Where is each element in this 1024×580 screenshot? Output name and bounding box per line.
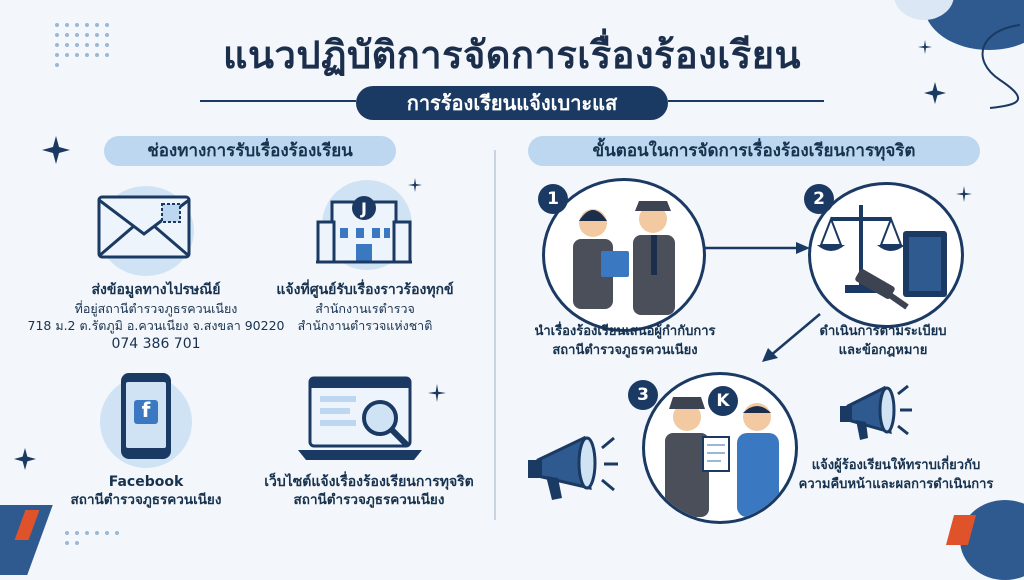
- laptop-search-icon: [298, 376, 422, 460]
- corner-decoration-top-right-light: [894, 0, 954, 20]
- page-subtitle: การร้องเรียนแจ้งเบาะแส: [356, 86, 668, 120]
- arrow-step-2-to-3: [762, 313, 821, 362]
- step-3-illustration: [642, 372, 798, 524]
- smartphone-icon: [121, 373, 171, 459]
- swirl-decoration: [981, 24, 1021, 109]
- step-1-number: 1: [538, 184, 568, 214]
- step-3-number: 3: [628, 380, 658, 410]
- website-channel-title: เว็บไซต์แจ้งเรื่องร้องเรียนการทุจริต: [264, 474, 474, 490]
- megaphone-icon: [840, 384, 912, 440]
- website-channel-name: สถานีตำรวจภูธรควนเนียง: [293, 492, 445, 508]
- arrow-step-1-to-2: [704, 242, 810, 254]
- megaphone-icon: [528, 435, 618, 500]
- facebook-channel-title: Facebook: [108, 474, 184, 490]
- step-3-line1: แจ้งผู้ร้องเรียนให้ทราบเกี่ยวกับ: [811, 458, 981, 473]
- officers-handover-icon: [573, 201, 675, 315]
- facebook-channel: Facebook สถานีตำรวจภูธรควนเนียง: [50, 472, 242, 509]
- step-2-number: 2: [804, 184, 834, 214]
- sparkle-icon: [918, 40, 932, 54]
- building-icon: [316, 196, 412, 264]
- process-heading: ขั้นตอนในการจัดการเรื่องร้องเรียนการทุจร…: [528, 136, 980, 166]
- website-channel: เว็บไซต์แจ้งเรื่องร้องเรียนการทุจริต สถา…: [244, 472, 494, 509]
- step-1-illustration: [542, 178, 706, 332]
- channels-heading: ช่องทางการรับเรื่องร้องเรียน: [104, 136, 396, 166]
- mail-channel-title: ส่งข้อมูลทางไปรษณีย์: [91, 282, 221, 298]
- title-underline-right: [668, 100, 824, 102]
- building-badge: J: [361, 199, 367, 218]
- mail-channel-address-label: ที่อยู่สถานีตำรวจภูธรควนเนียง: [74, 301, 238, 316]
- column-divider: [494, 150, 496, 520]
- center-channel-title: แจ้งที่ศูนย์รับเรื่องราวร้องทุกข์: [276, 282, 454, 298]
- step-2-text: ดำเนินการตามระเบียบ และข้อกฎหมาย: [778, 322, 988, 360]
- sparkle-icon: [42, 136, 70, 164]
- mail-channel: ส่งข้อมูลทางไปรษณีย์ ที่อยู่สถานีตำรวจภู…: [20, 280, 292, 353]
- title-underline-left: [200, 100, 356, 102]
- sparkle-icon: [408, 178, 422, 192]
- step-3-text: แจ้งผู้ร้องเรียนให้ทราบเกี่ยวกับ ความคืบ…: [778, 456, 1014, 494]
- officer-informing-citizen-icon: [665, 397, 779, 517]
- step-2-line1: ดำเนินการตามระเบียบ: [819, 324, 947, 339]
- sparkle-icon: [428, 384, 446, 402]
- scales-of-justice-icon: [817, 205, 947, 310]
- mail-channel-address: 718 ม.2 ต.รัตภูมิ อ.ควนเนียง จ.สงขลา 902…: [27, 318, 285, 333]
- envelope-icon: [97, 195, 191, 259]
- facebook-logo: f: [141, 398, 151, 422]
- step-2-illustration: [808, 182, 964, 328]
- sparkle-icon: [956, 186, 972, 202]
- step-3-line2: ความคืบหน้าและผลการดำเนินการ: [798, 477, 994, 492]
- sparkle-icon: [14, 448, 36, 470]
- sparkle-icon: [924, 82, 946, 104]
- page-title: แนวปฏิบัติการจัดการเรื่องร้องเรียน: [223, 33, 801, 77]
- center-channel-line1: สำนักงานเรตำรวจ: [315, 301, 415, 316]
- mail-channel-phone: 074 386 701: [111, 336, 201, 352]
- step-3-badge: K: [708, 386, 738, 416]
- facebook-channel-page: สถานีตำรวจภูธรควนเนียง: [70, 492, 222, 508]
- step-1-text: นำเรื่องร้องเรียนเสนอผู้กำกับการ สถานีตำ…: [510, 322, 740, 360]
- dot-pattern-top-left: [52, 20, 112, 70]
- center-channel-line2: สำนักงานตำรวจแห่งชาติ: [297, 318, 433, 333]
- center-channel: แจ้งที่ศูนย์รับเรื่องราวร้องทุกข์ สำนักง…: [250, 280, 480, 334]
- step-1-line1: นำเรื่องร้องเรียนเสนอผู้กำกับการ: [534, 324, 716, 339]
- corner-decoration-bottom-right: [960, 500, 1024, 580]
- step-2-line2: และข้อกฎหมาย: [838, 343, 928, 358]
- step-1-line2: สถานีตำรวจภูธรควนเนียง: [552, 343, 698, 358]
- dot-pattern-bottom-left: [62, 528, 122, 548]
